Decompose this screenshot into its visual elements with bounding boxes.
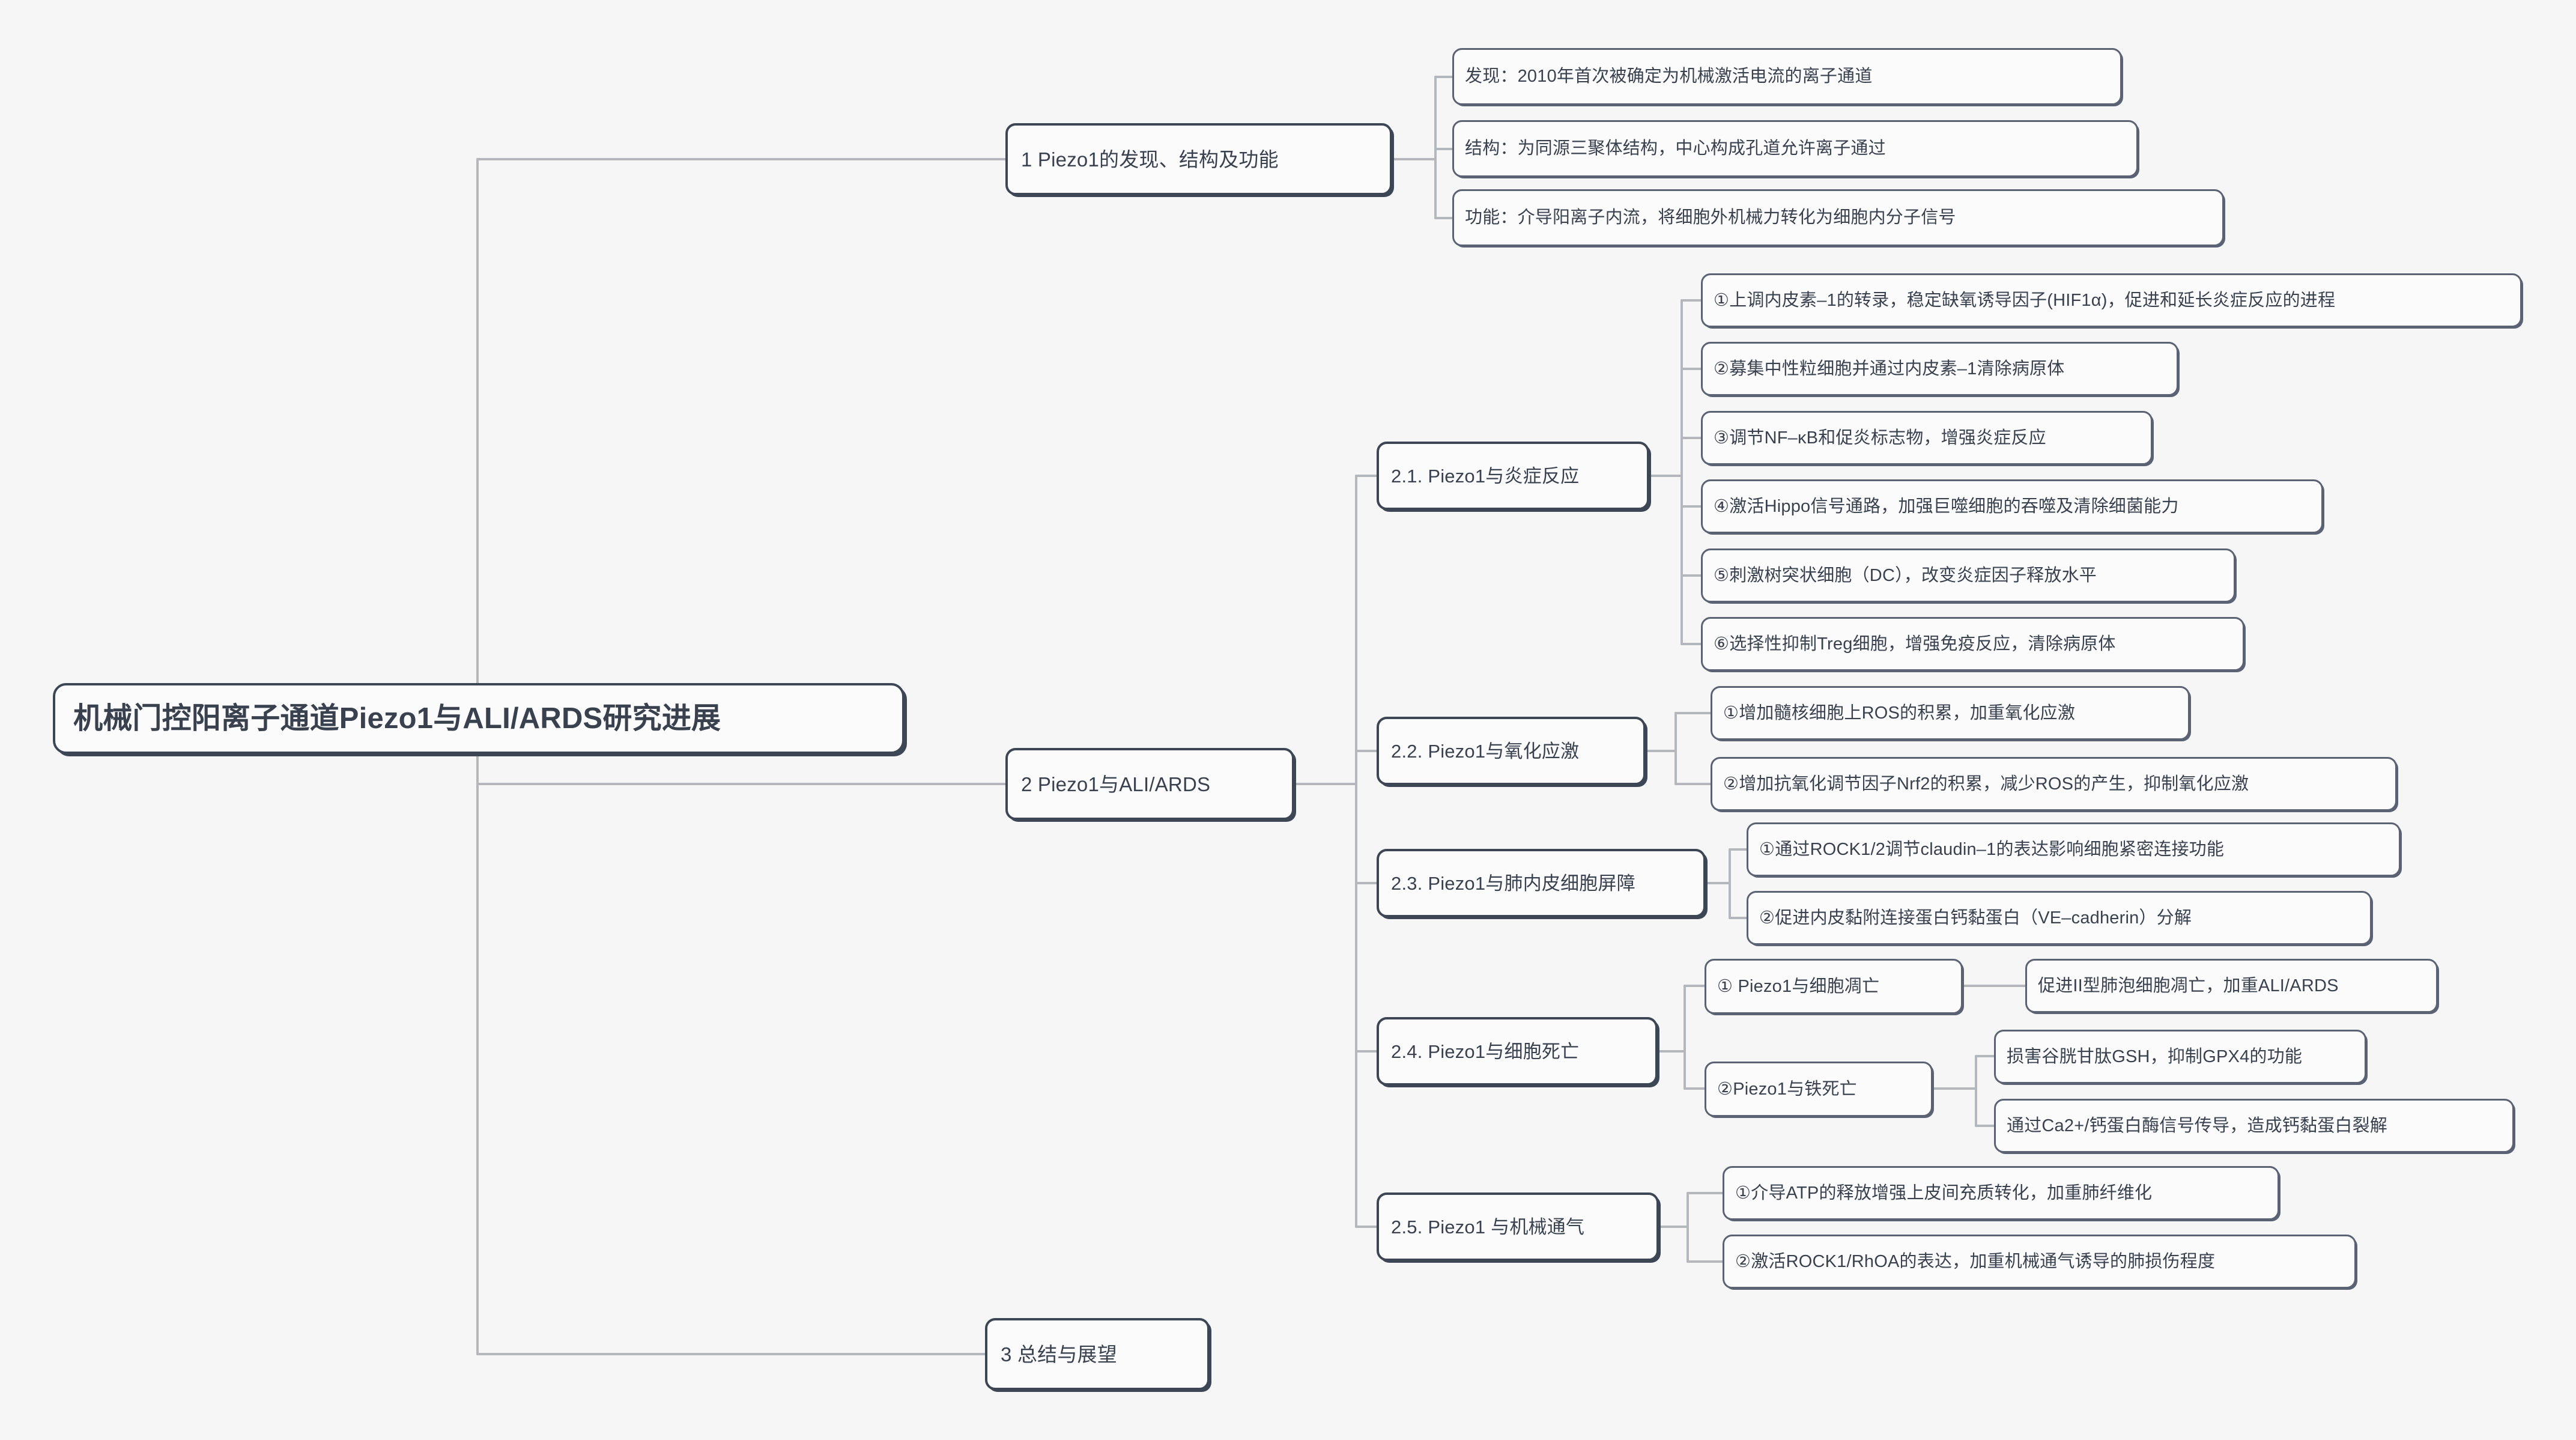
section-2-4-group-1-item-1[interactable]: 促进II型肺泡细胞凋亡，加重ALI/ARDS (2025, 959, 2438, 1013)
leaf-label: 结构：为同源三聚体结构，中心构成孔道允许离子通过 (1465, 139, 1886, 158)
root-node[interactable]: 机械门控阳离子通道Piezo1与ALI/ARDS研究进展 (53, 683, 905, 754)
section-2-1-item-5[interactable]: ⑤刺激树突状细胞（DC），改变炎症因子释放水平 (1701, 548, 2235, 603)
section-label: 2.1. Piezo1与炎症反应 (1391, 465, 1580, 487)
leaf-label: ⑤刺激树突状细胞（DC），改变炎症因子释放水平 (1714, 565, 2097, 585)
leaf-label: 损害谷胱甘肽GSH，抑制GPX4的功能 (2007, 1047, 2303, 1066)
leaf-label: ④激活Hippo信号通路，加强巨噬细胞的吞噬及清除细菌能力 (1714, 496, 2179, 516)
section-2-4-group-2-item-2[interactable]: 通过Ca2+/钙蛋白酶信号传导，造成钙黏蛋白裂解 (1994, 1099, 2514, 1153)
leaf-label: 发现：2010年首次被确定为机械激活电流的离子通道 (1465, 67, 1873, 86)
leaf-label: ①通过ROCK1/2调节claudin–1的表达影响细胞紧密连接功能 (1759, 839, 2225, 859)
section-2-1-item-2[interactable]: ②募集中性粒细胞并通过内皮素–1清除病原体 (1701, 342, 2178, 396)
section-2-3-item-1[interactable]: ①通过ROCK1/2调节claudin–1的表达影响细胞紧密连接功能 (1747, 822, 2401, 876)
section-2-4-group-1[interactable]: ① Piezo1与细胞凋亡 (1705, 959, 1963, 1014)
branch-node-3[interactable]: 3 总结与展望 (985, 1318, 1210, 1390)
section-node-2-1[interactable]: 2.1. Piezo1与炎症反应 (1377, 442, 1649, 510)
branch-2-label: 2 Piezo1与ALI/ARDS (1021, 773, 1211, 795)
group-label: ① Piezo1与细胞凋亡 (1717, 976, 1880, 996)
leaf-label: ①上调内皮素–1的转录，稳定缺氧诱导因子(HIF1α)，促进和延长炎症反应的进程 (1714, 290, 2336, 310)
section-2-4-group-2[interactable]: ②Piezo1与铁死亡 (1705, 1062, 1933, 1117)
leaf-label: 通过Ca2+/钙蛋白酶信号传导，造成钙黏蛋白裂解 (2007, 1116, 2387, 1135)
section-2-1-item-1[interactable]: ①上调内皮素–1的转录，稳定缺氧诱导因子(HIF1α)，促进和延长炎症反应的进程 (1701, 273, 2522, 327)
root-label: 机械门控阳离子通道Piezo1与ALI/ARDS研究进展 (73, 702, 721, 735)
branch-1-child-2[interactable]: 结构：为同源三聚体结构，中心构成孔道允许离子通过 (1452, 120, 2138, 177)
section-label: 2.5. Piezo1 与机械通气 (1391, 1216, 1585, 1238)
leaf-label: 促进II型肺泡细胞凋亡，加重ALI/ARDS (2038, 976, 2339, 995)
section-2-2-item-1[interactable]: ①增加髓核细胞上ROS的积累，加重氧化应激 (1711, 686, 2190, 740)
section-2-1-item-3[interactable]: ③调节NF–κB和促炎标志物，增强炎症反应 (1701, 411, 2153, 465)
section-node-2-2[interactable]: 2.2. Piezo1与氧化应激 (1377, 717, 1646, 785)
section-node-2-5[interactable]: 2.5. Piezo1 与机械通气 (1377, 1192, 1659, 1261)
branch-1-child-3[interactable]: 功能：介导阳离子内流，将细胞外机械力转化为细胞内分子信号 (1452, 189, 2224, 246)
section-2-5-item-2[interactable]: ②激活ROCK1/RhOA的表达，加重机械通气诱导的肺损伤程度 (1723, 1235, 2356, 1289)
section-2-1-item-4[interactable]: ④激活Hippo信号通路，加强巨噬细胞的吞噬及清除细菌能力 (1701, 479, 2323, 533)
branch-1-label: 1 Piezo1的发现、结构及功能 (1021, 148, 1279, 171)
section-label: 2.4. Piezo1与细胞死亡 (1391, 1041, 1580, 1062)
branch-3-label: 3 总结与展望 (1001, 1343, 1117, 1366)
leaf-label: ①增加髓核细胞上ROS的积累，加重氧化应激 (1723, 703, 2076, 723)
section-label: 2.3. Piezo1与肺内皮细胞屏障 (1391, 872, 1635, 894)
leaf-label: ②募集中性粒细胞并通过内皮素–1清除病原体 (1714, 359, 2065, 378)
section-2-1-item-6[interactable]: ⑥选择性抑制Treg细胞，增强免疫反应，清除病原体 (1701, 617, 2244, 671)
section-2-5-item-1[interactable]: ①介导ATP的释放增强上皮间充质转化，加重肺纤维化 (1723, 1166, 2279, 1220)
leaf-label: ②促进内皮黏附连接蛋白钙黏蛋白（VE–cadherin）分解 (1759, 908, 2192, 928)
leaf-label: ①介导ATP的释放增强上皮间充质转化，加重肺纤维化 (1735, 1183, 2153, 1203)
group-label: ②Piezo1与铁死亡 (1717, 1079, 1857, 1099)
leaf-label: ③调节NF–κB和促炎标志物，增强炎症反应 (1714, 428, 2046, 448)
section-node-2-3[interactable]: 2.3. Piezo1与肺内皮细胞屏障 (1377, 849, 1706, 917)
section-2-2-item-2[interactable]: ②增加抗氧化调节因子Nrf2的积累，减少ROS的产生，抑制氧化应激 (1711, 757, 2397, 811)
branch-1-child-1[interactable]: 发现：2010年首次被确定为机械激活电流的离子通道 (1452, 48, 2122, 105)
branch-node-2[interactable]: 2 Piezo1与ALI/ARDS (1005, 748, 1294, 820)
section-2-3-item-2[interactable]: ②促进内皮黏附连接蛋白钙黏蛋白（VE–cadherin）分解 (1747, 891, 2372, 945)
leaf-label: ②激活ROCK1/RhOA的表达，加重机械通气诱导的肺损伤程度 (1735, 1251, 2216, 1271)
leaf-label: ⑥选择性抑制Treg细胞，增强免疫反应，清除病原体 (1714, 634, 2116, 654)
branch-node-1[interactable]: 1 Piezo1的发现、结构及功能 (1005, 123, 1392, 195)
leaf-label: 功能：介导阳离子内流，将细胞外机械力转化为细胞内分子信号 (1465, 208, 1956, 227)
section-node-2-4[interactable]: 2.4. Piezo1与细胞死亡 (1377, 1017, 1658, 1086)
section-2-4-group-2-item-1[interactable]: 损害谷胱甘肽GSH，抑制GPX4的功能 (1994, 1030, 2366, 1084)
section-label: 2.2. Piezo1与氧化应激 (1391, 740, 1580, 762)
leaf-label: ②增加抗氧化调节因子Nrf2的积累，减少ROS的产生，抑制氧化应激 (1723, 774, 2249, 794)
